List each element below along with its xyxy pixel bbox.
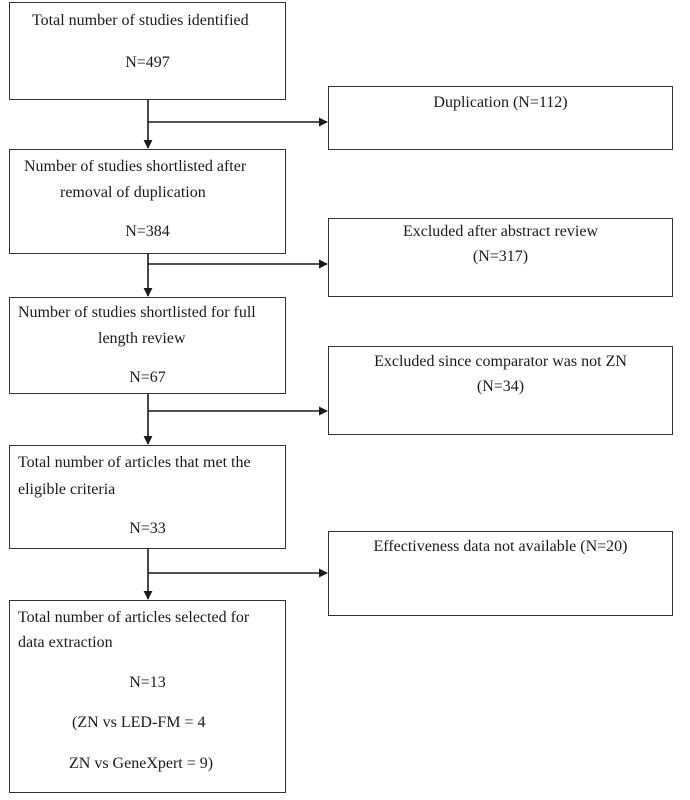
box-text-line: ZN vs GeneXpert = 9)	[69, 755, 214, 772]
box-text-line: Number of studies shortlisted for full	[18, 304, 256, 321]
box-text-line: Excluded after abstract review	[402, 223, 598, 240]
box-count: N=67	[129, 369, 166, 386]
box-text-line: data extraction	[18, 634, 113, 651]
box-text-line: Total number of articles selected for	[18, 609, 250, 626]
box-text-line: Total number of studies identified	[32, 12, 249, 29]
box-full-length-review: Number of studies shortlisted for full l…	[9, 297, 286, 394]
box-effectiveness-excluded: Effectiveness data not available (N=20)	[328, 531, 673, 616]
box-text-line: eligible criteria	[18, 481, 116, 498]
box-text-line: (N=34)	[476, 378, 525, 395]
box-text-line: length review	[98, 330, 186, 347]
box-text-line: Effectiveness data not available (N=20)	[373, 538, 628, 555]
box-text-line: (ZN vs LED-FM = 4	[72, 714, 206, 731]
box-after-duplication: Number of studies shortlisted after remo…	[9, 149, 286, 254]
box-text-line: Excluded since comparator was not ZN	[374, 353, 627, 370]
box-count: N=384	[125, 223, 170, 240]
box-text-line: Duplication (N=112)	[433, 94, 568, 111]
box-count: N=33	[129, 520, 166, 537]
box-abstract-excluded: Excluded after abstract review (N=317)	[328, 218, 673, 297]
box-studies-identified: Total number of studies identified N=497	[9, 2, 286, 100]
box-count: N=13	[129, 674, 166, 691]
box-duplication-excluded: Duplication (N=112)	[328, 86, 673, 150]
box-text-line: removal of duplication	[60, 184, 206, 201]
box-text-line: (N=317)	[472, 248, 529, 265]
box-count: N=497	[125, 54, 170, 71]
box-data-extraction: Total number of articles selected for da…	[9, 600, 286, 793]
box-comparator-excluded: Excluded since comparator was not ZN (N=…	[328, 346, 673, 435]
box-text-line: Total number of articles that met the	[18, 454, 251, 471]
box-eligible-criteria: Total number of articles that met the el…	[9, 445, 286, 549]
box-text-line: Number of studies shortlisted after	[24, 158, 247, 175]
